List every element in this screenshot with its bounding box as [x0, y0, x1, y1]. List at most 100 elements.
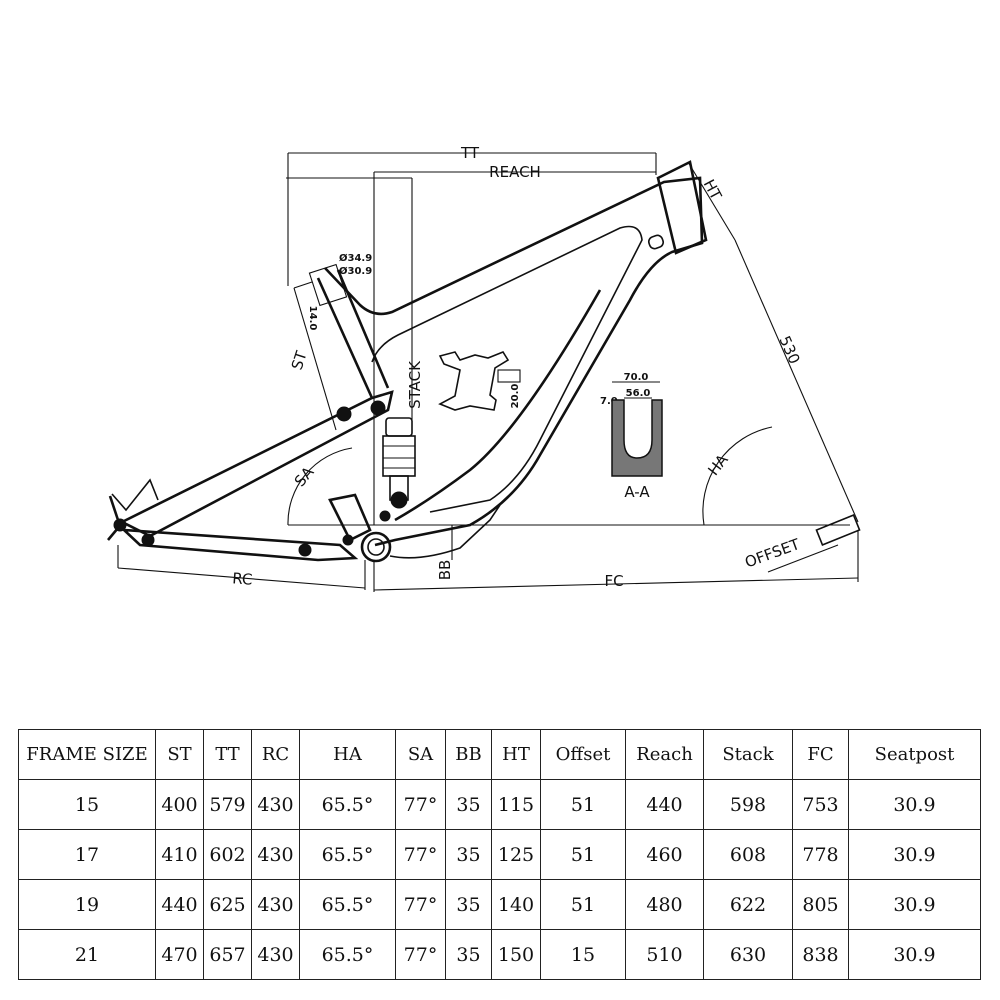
- cell-frame-size: 17: [18, 829, 156, 880]
- cell-offset: 15: [540, 929, 626, 980]
- cell-ht: 140: [491, 879, 541, 930]
- cell-stack: 622: [703, 879, 793, 930]
- cell-st: 440: [155, 879, 204, 930]
- ht-label: HT: [700, 176, 726, 203]
- cell-reach: 480: [625, 879, 704, 930]
- fork-length-dimension: 530: [734, 239, 859, 523]
- bb-dimension: BB: [436, 525, 454, 580]
- cell-fc: 778: [792, 829, 849, 880]
- cell-bb: 35: [445, 829, 492, 880]
- header-sa: SA: [395, 729, 446, 780]
- header-st: ST: [155, 729, 204, 780]
- cell-rc: 430: [251, 929, 300, 980]
- fc-dimension: FC: [373, 530, 859, 592]
- fork-length-label: 530: [776, 333, 804, 366]
- cell-rc: 430: [251, 829, 300, 880]
- dropout-detail: 20.0: [438, 351, 521, 411]
- cell-tt: 579: [203, 779, 252, 830]
- cell-offset: 51: [540, 879, 626, 930]
- cell-ha: 65.5°: [299, 779, 396, 830]
- cell-frame-size: 21: [18, 929, 156, 980]
- cell-reach: 460: [625, 829, 704, 880]
- header-rc: RC: [251, 729, 300, 780]
- header-ha: HA: [299, 729, 396, 780]
- cell-ht: 125: [491, 829, 541, 880]
- cell-ht: 150: [491, 929, 541, 980]
- dim-56-0-label: 56.0: [626, 388, 651, 399]
- cell-tt: 602: [203, 829, 252, 880]
- dim-7-0-label: 7.0: [600, 396, 618, 407]
- cell-fc: 805: [792, 879, 849, 930]
- cell-frame-size: 15: [18, 779, 156, 830]
- geometry-table: FRAME SIZE ST TT RC HA SA BB HT Offset R…: [18, 729, 981, 980]
- header-offset: Offset: [540, 729, 626, 780]
- frame-geometry-diagram: TT REACH STACK HT 530 ST Ø34.9 Ø30.9 14.…: [107, 144, 861, 592]
- sa-label: SA: [291, 463, 318, 491]
- header-fc: FC: [792, 729, 849, 780]
- cell-stack: 630: [703, 929, 793, 980]
- cell-sa: 77°: [395, 929, 446, 980]
- cell-st: 470: [155, 929, 204, 980]
- reach-dimension: REACH: [373, 163, 656, 525]
- tt-dimension: TT: [287, 144, 657, 286]
- dim-70-0-label: 70.0: [624, 372, 649, 383]
- ht-dimension: HT: [687, 161, 736, 241]
- header-seatpost: Seatpost: [848, 729, 981, 780]
- cell-stack: 608: [703, 829, 793, 880]
- cell-st: 410: [155, 829, 204, 880]
- cell-ha: 65.5°: [299, 879, 396, 930]
- cell-tt: 657: [203, 929, 252, 980]
- cell-rc: 430: [251, 879, 300, 930]
- cell-tt: 625: [203, 879, 252, 930]
- cell-sa: 77°: [395, 829, 446, 880]
- tt-label: TT: [460, 144, 480, 162]
- cell-seatpost: 30.9: [848, 929, 981, 980]
- cell-rc: 430: [251, 779, 300, 830]
- fc-label: FC: [604, 572, 623, 590]
- cell-fc: 838: [792, 929, 849, 980]
- header-bb: BB: [445, 729, 492, 780]
- cell-ha: 65.5°: [299, 929, 396, 980]
- cell-seatpost: 30.9: [848, 779, 981, 830]
- cell-bb: 35: [445, 879, 492, 930]
- cell-ha: 65.5°: [299, 829, 396, 880]
- rear-triangle: [107, 390, 394, 562]
- sa-angle: SA: [287, 447, 850, 526]
- cell-st: 400: [155, 779, 204, 830]
- stack-label: STACK: [406, 360, 424, 409]
- dim-14-0-label: 14.0: [307, 306, 318, 331]
- header-reach: Reach: [625, 729, 704, 780]
- offset-label: OFFSET: [742, 535, 802, 572]
- ha-label: HA: [704, 450, 732, 479]
- st-dimension: ST: [288, 281, 337, 431]
- st-label: ST: [288, 348, 311, 372]
- cell-bb: 35: [445, 929, 492, 980]
- bb-label: BB: [436, 560, 454, 581]
- dim-20-0-label: 20.0: [510, 384, 521, 409]
- frame-outline: [316, 160, 708, 563]
- cell-sa: 77°: [395, 879, 446, 930]
- header-ht: HT: [491, 729, 541, 780]
- ha-angle: HA: [702, 426, 773, 526]
- reach-label: REACH: [489, 163, 541, 181]
- fork-offset: OFFSET: [742, 514, 861, 573]
- cell-bb: 35: [445, 779, 492, 830]
- cell-frame-size: 19: [18, 879, 156, 930]
- cell-ht: 115: [491, 779, 541, 830]
- cell-fc: 753: [792, 779, 849, 830]
- header-frame-size: FRAME SIZE: [18, 729, 156, 780]
- cell-seatpost: 30.9: [848, 879, 981, 930]
- cell-stack: 598: [703, 779, 793, 830]
- dim-34-9-label: Ø34.9: [339, 252, 372, 264]
- cell-offset: 51: [540, 779, 626, 830]
- section-label: A-A: [624, 483, 650, 501]
- cell-offset: 51: [540, 829, 626, 880]
- header-tt: TT: [203, 729, 252, 780]
- header-stack: Stack: [703, 729, 793, 780]
- dim-30-9-label: Ø30.9: [339, 265, 372, 277]
- cell-sa: 77°: [395, 779, 446, 830]
